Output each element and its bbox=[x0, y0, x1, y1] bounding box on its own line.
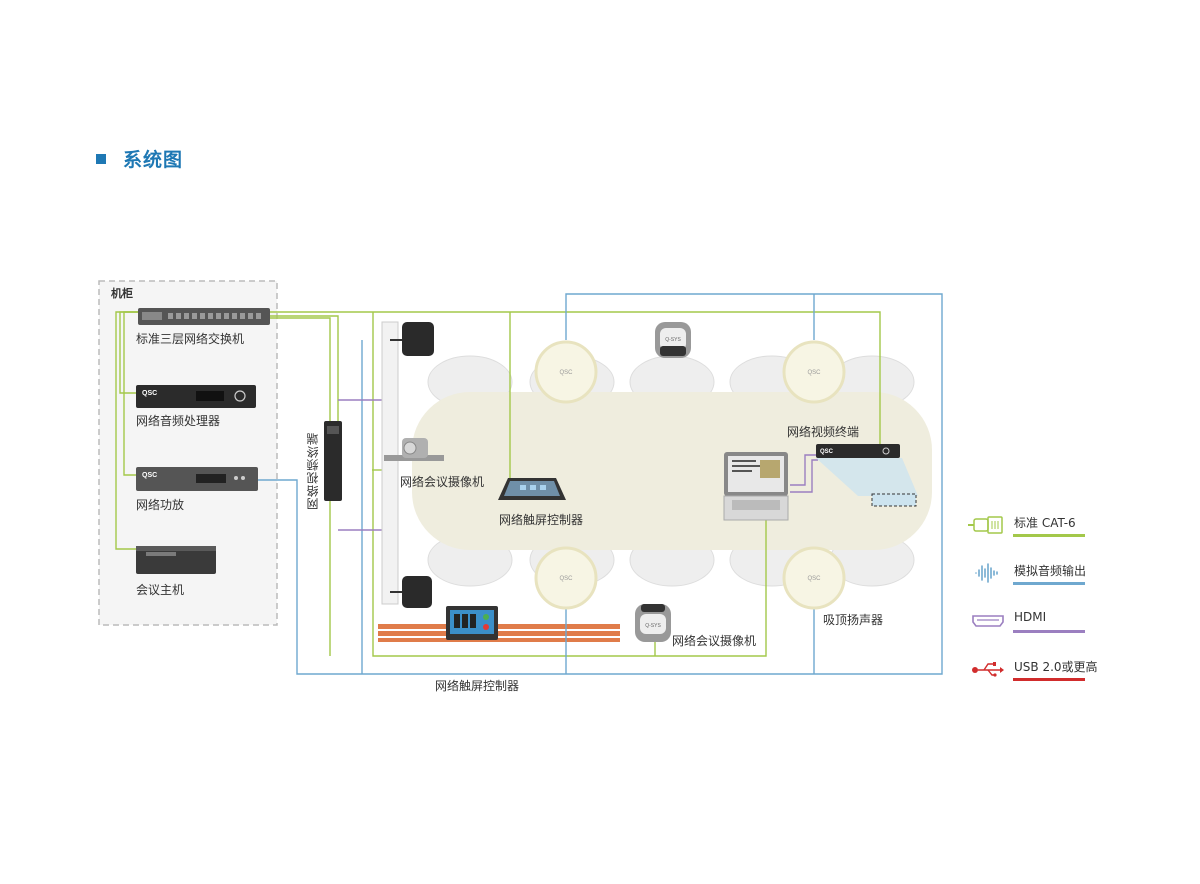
audio-processor bbox=[136, 385, 256, 408]
ethernet-plug-icon bbox=[968, 516, 1003, 534]
speaker-4-brand: QSC bbox=[807, 576, 821, 582]
processor-brand-text: QSC bbox=[142, 390, 157, 397]
legend-item-hdmi: HDMI bbox=[966, 606, 1096, 654]
legend-line-usb bbox=[1013, 678, 1085, 681]
amp-label: 网络功放 bbox=[136, 498, 185, 512]
table-touch-controller bbox=[498, 478, 566, 500]
processor-label: 网络音频处理器 bbox=[136, 414, 221, 428]
legend-item-usb: USB 2.0或更高 bbox=[966, 654, 1098, 702]
cabinet-label: 机柜 bbox=[111, 287, 133, 300]
laptop bbox=[723, 452, 789, 521]
network-amplifier bbox=[136, 467, 258, 491]
endpoint-brand-text: QSC bbox=[820, 449, 834, 455]
wall-panel bbox=[381, 321, 399, 605]
video-endpoint-horizontal bbox=[816, 444, 918, 507]
bottom-camera-brand: Q-SYS bbox=[645, 623, 661, 629]
speaker-2-brand: QSC bbox=[807, 370, 821, 376]
legend-line-audio bbox=[1013, 582, 1085, 585]
video-endpoint-vertical bbox=[324, 421, 342, 501]
title-bullet-icon bbox=[96, 153, 106, 164]
wall-speaker-bottom bbox=[390, 576, 432, 608]
ceiling-speaker-4 bbox=[782, 546, 846, 610]
usb-icon bbox=[972, 662, 1004, 677]
legend-item-audio: 模拟音频输出 bbox=[966, 558, 1096, 606]
legend-label-hdmi: HDMI bbox=[1014, 610, 1047, 624]
bottom-camera bbox=[635, 604, 671, 642]
switch-label: 标准三层网络交换机 bbox=[136, 332, 245, 346]
table-touch-label: 网络触屏控制器 bbox=[499, 513, 584, 527]
legend: 标准 CAT-6 模拟音频输出 HDMI USB 2.0或更 bbox=[966, 510, 1098, 702]
bottom-camera-label: 网络会议摄像机 bbox=[672, 634, 757, 648]
top-camera bbox=[655, 322, 691, 358]
legend-label-cat6: 标准 CAT-6 bbox=[1014, 516, 1076, 530]
video-endpoint-vertical-label: 网络视频终端 bbox=[306, 432, 320, 510]
wall-ptz-camera bbox=[384, 438, 444, 461]
legend-label-audio: 模拟音频输出 bbox=[1014, 564, 1087, 578]
host-label: 会议主机 bbox=[136, 583, 185, 597]
amp-brand-text: QSC bbox=[142, 472, 157, 479]
section-header: 系统图 bbox=[96, 145, 183, 172]
conference-host bbox=[136, 546, 216, 574]
legend-line-cat6 bbox=[1013, 534, 1085, 537]
legend-line-hdmi bbox=[1013, 630, 1085, 633]
wall-camera-label: 网络会议摄像机 bbox=[400, 475, 485, 489]
page-title: 系统图 bbox=[123, 149, 184, 171]
ceiling-speaker-2 bbox=[782, 340, 846, 404]
video-endpoint-label: 网络视频终端 bbox=[787, 425, 860, 439]
legend-item-cat6: 标准 CAT-6 bbox=[966, 510, 1096, 558]
legend-label-usb: USB 2.0或更高 bbox=[1014, 660, 1098, 674]
ceiling-speaker-3 bbox=[534, 546, 598, 610]
hdmi-plug-icon bbox=[972, 615, 1004, 627]
wall-touch-label: 网络触屏控制器 bbox=[435, 679, 520, 693]
top-camera-brand: Q-SYS bbox=[665, 337, 681, 343]
audio-waveform-icon bbox=[975, 563, 998, 583]
ceiling-speaker-1 bbox=[534, 340, 598, 404]
wall-touch-controller bbox=[446, 606, 498, 640]
wall-speaker-top bbox=[390, 322, 434, 356]
ceiling-speakers bbox=[534, 340, 846, 610]
speaker-3-brand: QSC bbox=[559, 576, 573, 582]
speaker-label: 吸顶扬声器 bbox=[823, 613, 884, 627]
speaker-1-brand: QSC bbox=[559, 370, 573, 376]
table-top bbox=[412, 392, 932, 550]
network-switch bbox=[138, 308, 270, 325]
brick-wall bbox=[378, 624, 620, 642]
